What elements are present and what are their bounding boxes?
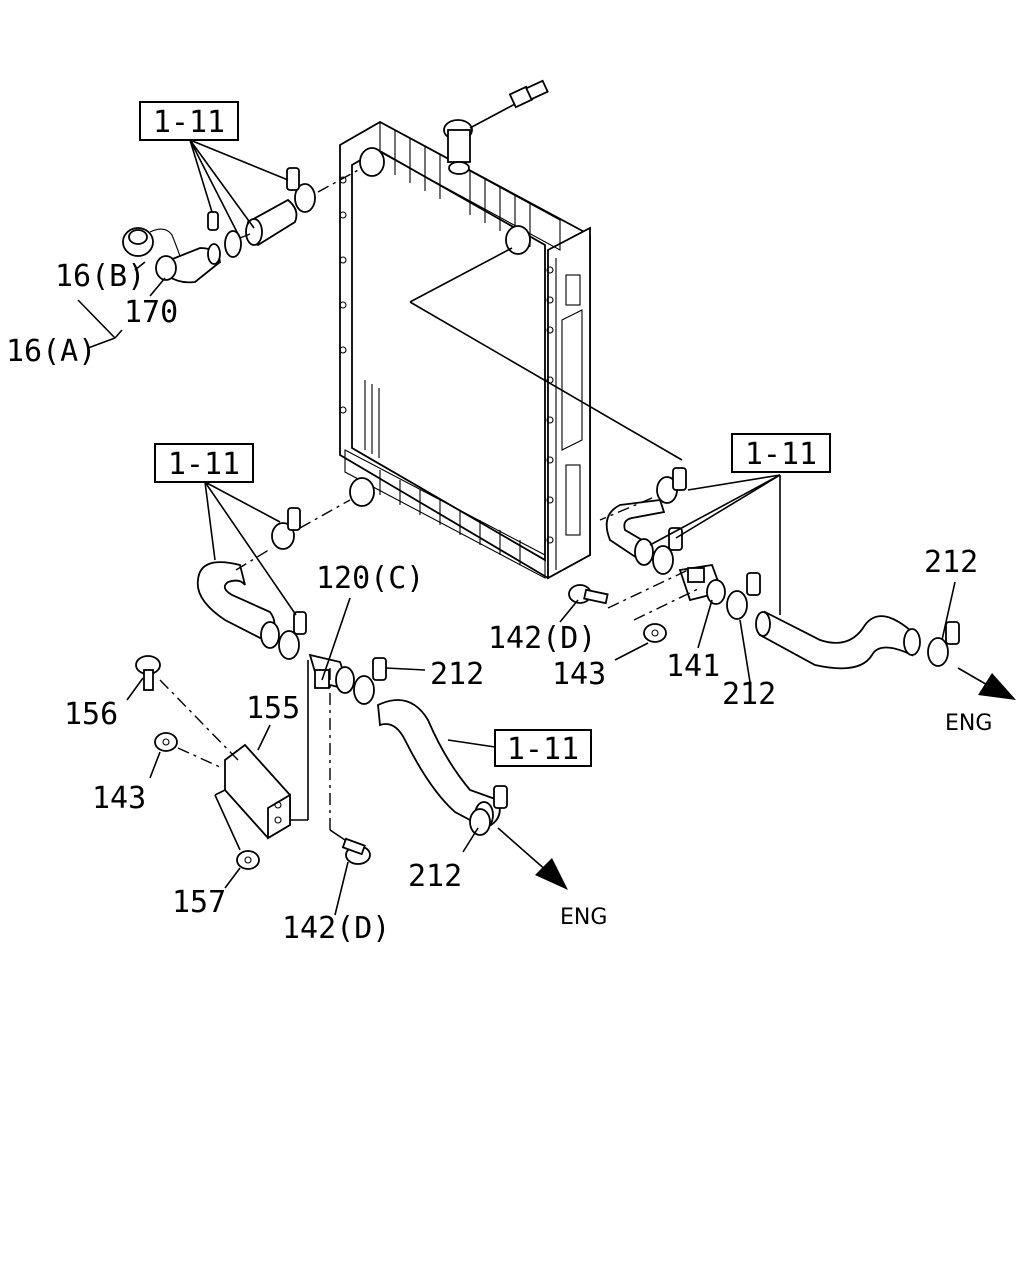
- lower-left-hose-assembly: [196, 499, 568, 890]
- label-212-left: 212: [430, 657, 484, 692]
- label-16a: 16(A): [6, 334, 96, 369]
- label-141: 141: [666, 649, 720, 684]
- bolt-156: [135, 655, 161, 691]
- ref-label-right: 1-11: [745, 437, 817, 472]
- filler-neck: [155, 243, 221, 284]
- label-155: 155: [246, 691, 300, 726]
- ref-box-right: 1-11: [731, 433, 831, 473]
- ref-label-top: 1-11: [153, 105, 225, 140]
- pipe-120c: [308, 653, 355, 694]
- label-212-far-right: 212: [924, 545, 978, 580]
- level-sensor: [443, 79, 549, 175]
- radiator: [339, 79, 591, 580]
- right-lower-hose: [755, 610, 921, 670]
- ref-box-left: 1-11: [154, 443, 254, 483]
- label-eng-right: ENG: [945, 711, 992, 736]
- label-eng-bottom: ENG: [560, 905, 607, 930]
- ref-box-bottom: 1-11: [494, 729, 592, 767]
- side-bolt-holes: [339, 176, 554, 544]
- bottom-fins: [344, 449, 546, 579]
- top-fins: [379, 121, 561, 251]
- label-170: 170: [124, 295, 178, 330]
- ref-label-bottom: 1-11: [507, 732, 579, 767]
- label-120c: 120(C): [316, 561, 424, 596]
- label-212-right: 212: [722, 677, 776, 712]
- ref-box-top: 1-11: [139, 101, 239, 141]
- label-142d-right: 142(D): [488, 621, 596, 656]
- leader-lines: [77, 139, 956, 916]
- bracket-155: [135, 655, 371, 870]
- pipe-141: [678, 563, 726, 605]
- label-143-left: 143: [92, 781, 146, 816]
- label-16b: 16(B): [55, 259, 145, 294]
- label-212-bottom: 212: [408, 859, 462, 894]
- top-left-assembly: [122, 167, 363, 284]
- label-156: 156: [64, 697, 118, 732]
- ref-label-left: 1-11: [168, 447, 240, 482]
- upper-hose: [245, 198, 298, 247]
- radiator-cap: [122, 227, 183, 263]
- label-142d-bottom: 142(D): [282, 911, 390, 946]
- label-143-right: 143: [552, 657, 606, 692]
- label-157: 157: [172, 885, 226, 920]
